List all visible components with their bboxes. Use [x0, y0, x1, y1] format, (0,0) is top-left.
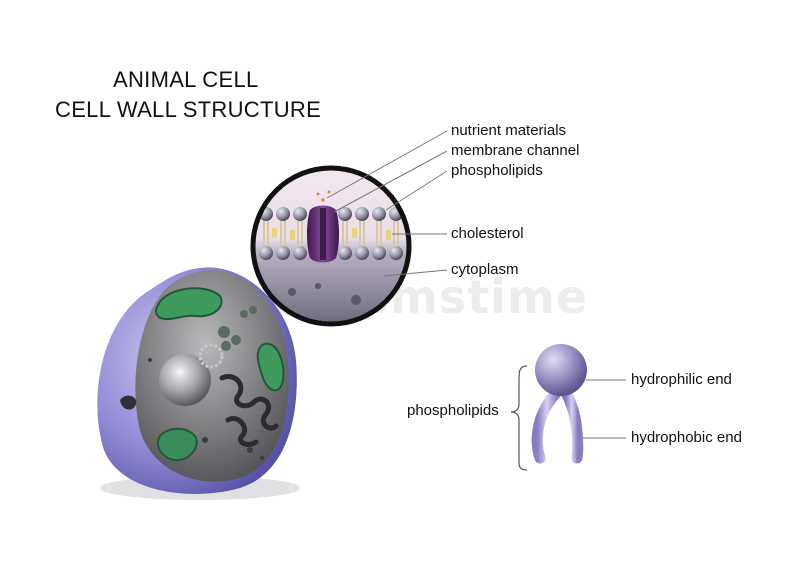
label-hydrophilic-end: hydrophilic end	[631, 371, 732, 388]
cytoplasm-particle	[351, 295, 361, 305]
mitochondrion-top	[154, 287, 223, 321]
label-phospholipids: phospholipids	[451, 162, 543, 179]
dark-organelle	[120, 395, 137, 410]
cytoplasm-particle	[288, 288, 296, 296]
membrane-leader-lines	[326, 130, 448, 277]
hydrophilic-head	[535, 344, 587, 396]
ring-organelle	[198, 343, 224, 369]
vesicle	[218, 326, 230, 338]
cytoplasm-dot	[148, 358, 152, 362]
vesicle	[221, 341, 231, 351]
label-cholesterol: cholesterol	[451, 225, 524, 242]
animal-cell-illustration	[97, 267, 297, 494]
mitochondrion-bottom	[156, 427, 198, 462]
label-cytoplasm: cytoplasm	[451, 261, 519, 278]
title-line-1: ANIMAL CELL	[113, 67, 259, 92]
cytoplasm-dot	[202, 437, 208, 443]
magnifier-rim	[250, 165, 412, 327]
label-hydrophobic-end: hydrophobic end	[631, 429, 742, 446]
label-phospholipids-group: phospholipids	[407, 402, 499, 419]
tail-right	[560, 387, 584, 464]
phospholipid-bracket	[510, 365, 528, 471]
vesicle	[231, 335, 241, 345]
nucleus	[159, 354, 211, 406]
upper-heads-row	[259, 207, 403, 221]
cholesterol-molecules	[272, 228, 391, 240]
vesicle	[240, 310, 248, 318]
channel-pore	[320, 208, 326, 260]
cytoplasm-dot	[260, 456, 264, 460]
label-nutrient-materials: nutrient materials	[451, 122, 567, 139]
title-line-2: CELL WALL STRUCTURE	[55, 97, 322, 122]
nutrient-particle	[321, 198, 325, 202]
label-membrane-channel: membrane channel	[451, 142, 580, 159]
cytoplasm-particle	[315, 283, 321, 289]
tail-left	[531, 386, 563, 464]
lower-heads-row	[259, 246, 403, 260]
mitochondrion-right	[256, 342, 285, 392]
nutrient-particle	[316, 192, 320, 196]
endoplasmic-reticulum	[219, 374, 279, 447]
membrane-magnifier	[250, 165, 412, 327]
cytoplasm-dot	[247, 447, 253, 453]
phospholipid-molecule	[531, 344, 587, 464]
nutrient-particle	[327, 190, 331, 194]
vesicle	[249, 306, 257, 314]
